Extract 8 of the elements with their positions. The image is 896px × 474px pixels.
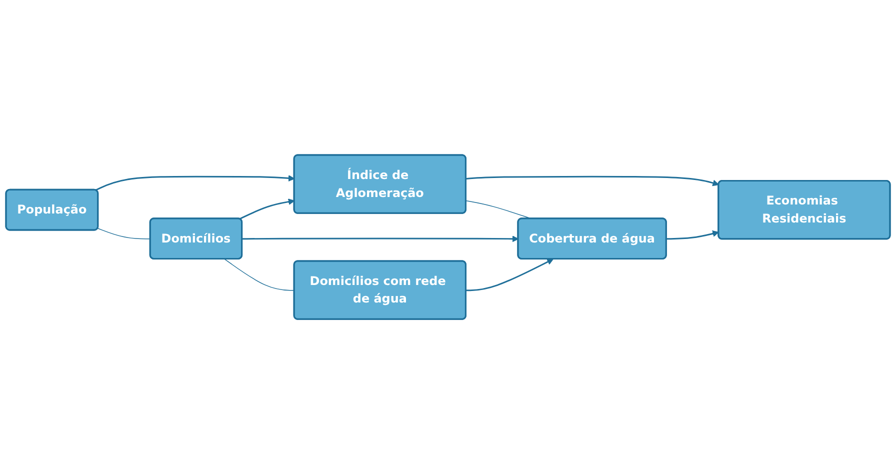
arrow [466, 176, 720, 186]
connector [97, 228, 151, 240]
arrow [242, 236, 519, 242]
arrow [95, 174, 295, 191]
connector [224, 258, 295, 291]
arrow [466, 258, 554, 292]
arrow [239, 198, 295, 220]
arrow [666, 230, 720, 240]
